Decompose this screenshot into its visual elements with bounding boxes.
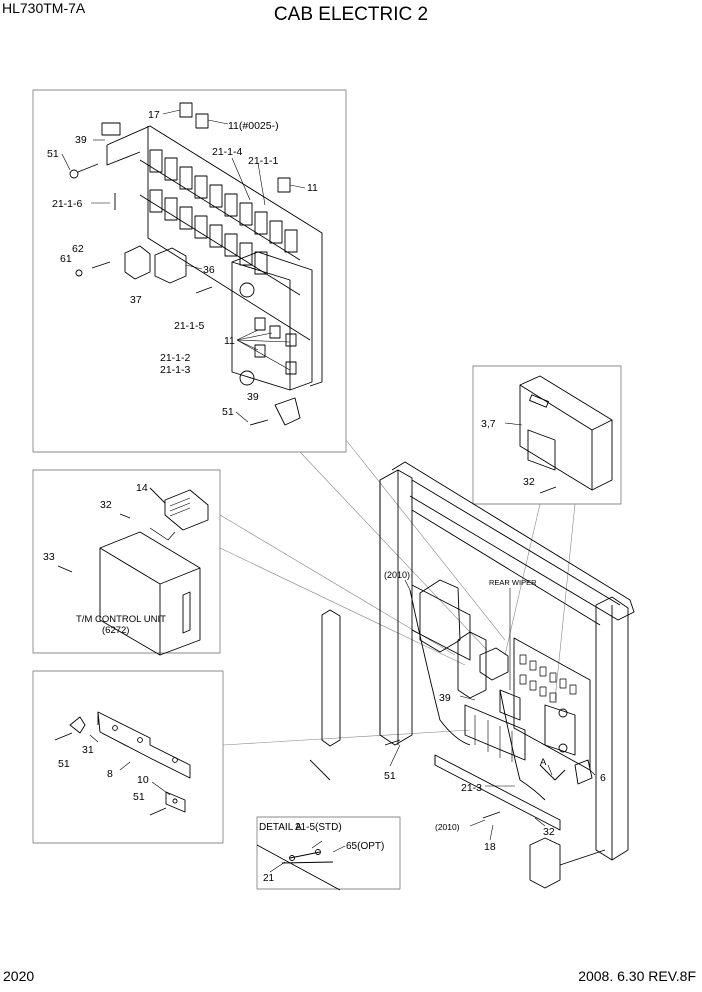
detail-a-drawing [256,840,346,891]
callout-label: 39 [439,692,451,704]
callout-label: 11(#0025-) [228,120,279,132]
callout-label: 21-5(STD) [295,822,342,833]
callout-label: 33 [43,551,55,563]
callout-label: 21-1-1 [248,155,279,167]
callout-label: 32 [100,499,112,511]
callout-label: 21-3 [461,782,482,794]
callout-label: (2010) [435,822,460,832]
page-number: 2020 [3,968,35,984]
callout-label: (6272) [102,625,129,636]
bracket-drawing [54,711,191,816]
callout-label: 32 [543,826,555,838]
bracket-frame [32,670,224,844]
callout-label: 32 [523,476,535,488]
callout-label: 39 [75,134,87,146]
callout-label: 51 [47,148,59,160]
callout-label: 31 [82,744,94,756]
page-title: CAB ELECTRIC 2 [273,4,429,25]
controller-drawing [504,375,613,494]
callout-label: 6 [600,772,606,784]
model-number: HL730TM-7A [2,0,86,16]
callout-label: 61 [60,253,72,265]
callout-label: 21-1-2 [160,352,191,364]
callout-label: 3,7 [481,418,496,430]
callout-label: REAR WIPER [489,578,537,587]
control-unit-drawing [57,487,209,656]
callout-label: 36 [203,264,215,276]
callout-label: 51 [58,758,70,770]
callout-label: 11 [307,182,318,194]
callout-label: 21 [263,873,275,884]
callout-label: 8 [107,768,113,780]
controller-frame [472,365,622,505]
callout-label: 17 [148,109,160,121]
callout-label: 51 [133,791,145,803]
callout-label: 11 [224,335,235,347]
callout-label: 18 [484,841,496,853]
fuse-panel-drawing [61,102,323,426]
callout-label: T/M CONTROL UNIT [76,614,166,625]
callout-label: 37 [130,294,142,306]
fuse-panel-frame [32,89,347,453]
callout-label: 21-1-5 [174,320,205,332]
callout-label: 62 [72,243,84,255]
control-unit-frame [32,469,221,654]
detail-a-frame [256,816,401,890]
callout-label: 21-1-3 [160,364,191,376]
callout-label: (2010) [384,570,410,580]
callout-label: 65(OPT) [346,841,384,852]
callout-label: 51 [384,770,396,782]
cab-drawing [309,461,635,889]
callout-label: 39 [247,391,259,403]
callout-label: 21-1-4 [212,146,243,158]
callout-label: 51 [222,406,234,418]
callout-label: A [540,757,547,768]
callout-label: 10 [137,774,149,786]
callout-label: 21-1-6 [52,198,83,210]
callout-label: 14 [136,482,148,494]
revision-date: 2008. 6.30 REV.8F [578,968,696,984]
callout-label: DETAIL A [259,822,302,833]
